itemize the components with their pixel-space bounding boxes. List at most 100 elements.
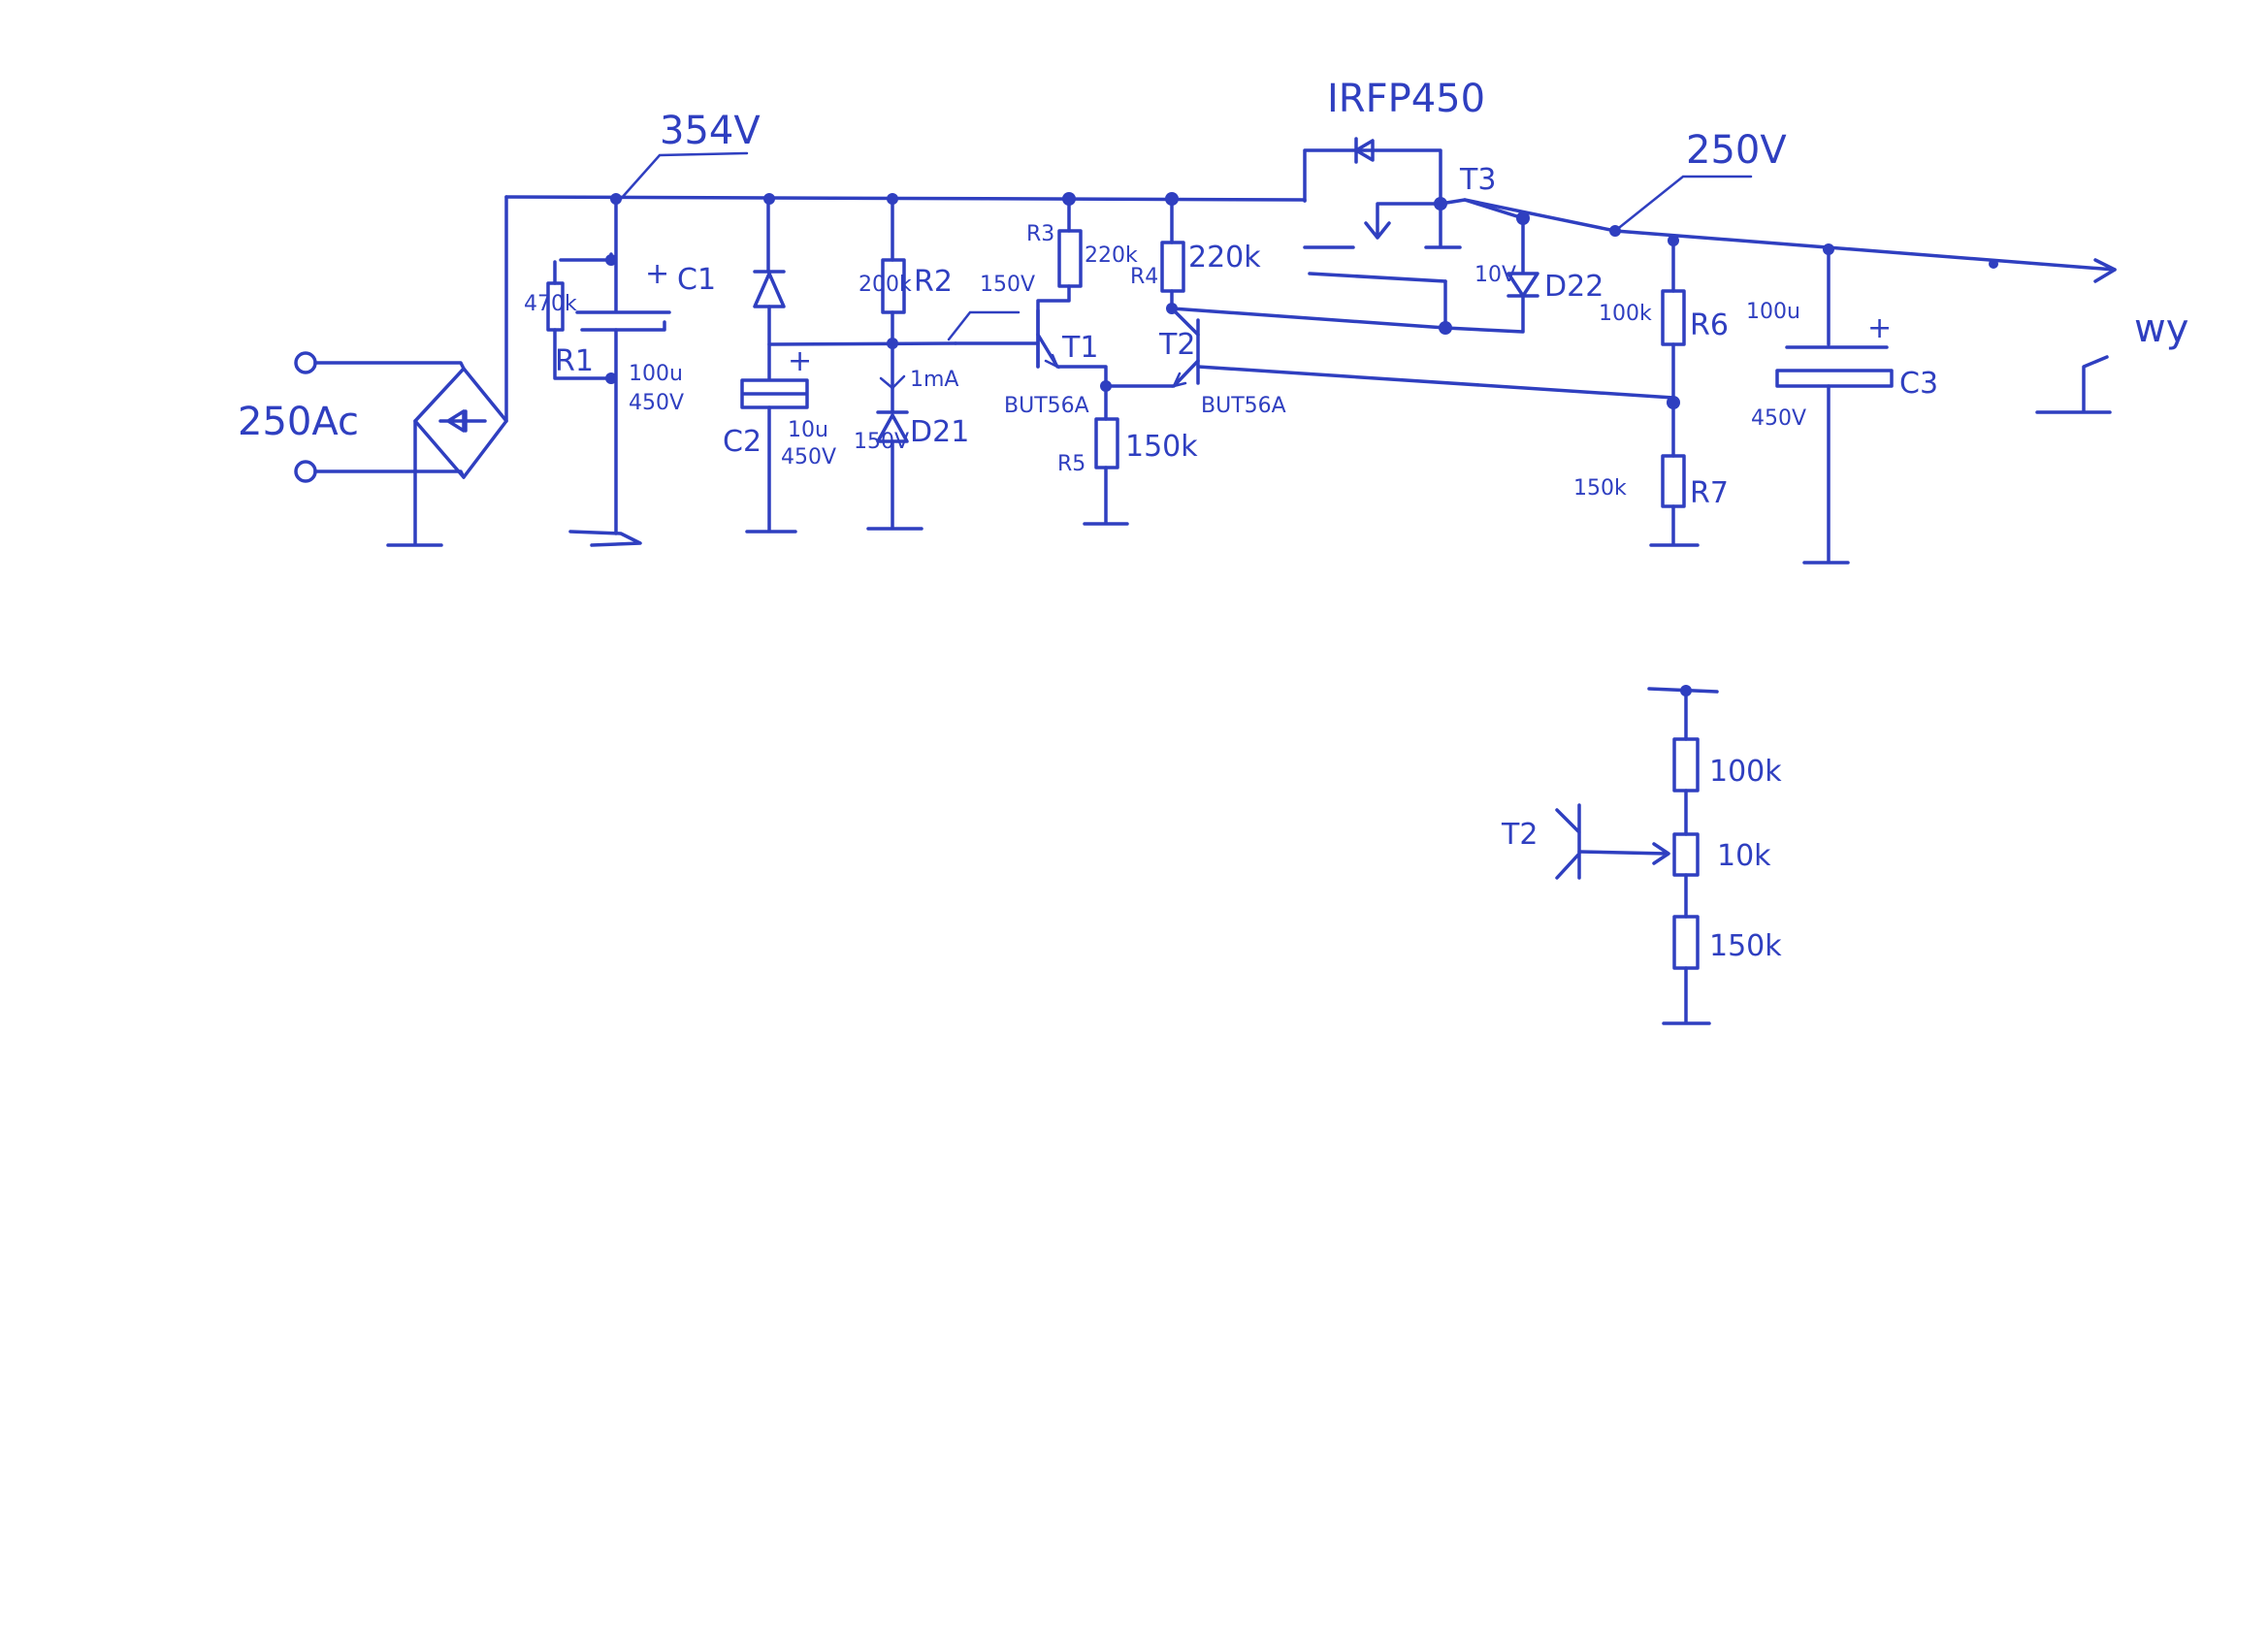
rail-voltage-marker: 354V	[619, 109, 761, 201]
d22-wire-bottom	[1443, 294, 1525, 334]
junction-dot	[1989, 259, 1998, 269]
r6-resistor: 100k R6	[1599, 239, 1729, 458]
d21-zener: D21 150V	[854, 386, 969, 531]
junction-dot	[1680, 685, 1692, 696]
c2-capacitor: + C2 10u 450V	[723, 342, 836, 534]
junction-dot	[1609, 225, 1621, 237]
r3-value-label: 220k	[1085, 243, 1138, 268]
r2-value-label: 200k	[859, 273, 912, 297]
bridge-diode-icon	[438, 409, 487, 433]
t1-emitter-arrow	[1044, 353, 1060, 370]
junction-dot	[1166, 303, 1178, 314]
junction-dot	[763, 193, 775, 205]
c2-body	[740, 378, 809, 409]
t3-drain-wire	[1439, 198, 1525, 220]
c1-capacitor: + C1 100u 450V	[568, 197, 716, 547]
r5-value-label: 150k	[1125, 430, 1198, 464]
d1-wire-bottom	[767, 305, 957, 346]
t1-emitter	[1036, 333, 1108, 388]
c2-ground	[745, 405, 797, 534]
r1-wire-top	[559, 252, 613, 262]
d1-symbol	[753, 270, 786, 308]
t2-emitter-arrow	[1171, 372, 1187, 388]
junction-dots	[605, 192, 1998, 409]
c1-ground	[568, 530, 642, 547]
t2-base-wire	[1196, 365, 1675, 400]
r6-value-label: 100k	[1599, 302, 1652, 326]
junction-dot	[1439, 321, 1452, 335]
output-terminal: wy	[2035, 307, 2188, 414]
c1-voltage-label: 450V	[629, 391, 684, 415]
sub-top-wire	[1647, 687, 1719, 741]
t3-body-diode-left	[1303, 148, 1375, 203]
junction-dot	[1062, 192, 1076, 206]
t1-part-label: BUT56A	[1004, 394, 1089, 418]
bridge-rectifier	[386, 195, 508, 547]
output-voltage-leader	[1613, 175, 1753, 233]
output-label: wy	[2134, 307, 2188, 351]
c3-ground	[1802, 384, 1850, 565]
r4-body	[1160, 241, 1185, 293]
t3-label: T3	[1459, 163, 1496, 197]
main-rail-left	[504, 195, 1307, 203]
t1-voltage-leader	[947, 310, 1021, 341]
c1-plus: +	[645, 257, 669, 291]
r5-label: R5	[1057, 452, 1085, 476]
t2-transistor: T2 BUT56A	[1104, 307, 1675, 418]
ac-terminal-top	[294, 351, 317, 374]
junction-dot	[1516, 211, 1530, 225]
sub-bottom-value-label: 150k	[1709, 929, 1782, 963]
sub-ground	[1662, 966, 1711, 1025]
junction-dot	[1100, 380, 1112, 392]
r1-resistor: 470k R1	[524, 252, 613, 380]
c1-plates	[575, 310, 671, 332]
r7-ground	[1649, 504, 1700, 547]
d21-voltage-label: 150V	[854, 430, 909, 454]
junction-dot	[610, 193, 622, 205]
d22-label: D22	[1544, 270, 1604, 304]
adjustable-divider-subcircuit: 100k 10k T2 150k	[1501, 685, 1782, 1025]
r3-label: R3	[1026, 222, 1054, 246]
r6-body	[1661, 289, 1686, 346]
c3-capacitor: + C3 100u 450V	[1746, 247, 1938, 565]
sub-pot-value-label: 10k	[1717, 839, 1771, 873]
output-voltage-marker: 250V	[1613, 128, 1787, 233]
r1-value-label: 470k	[524, 292, 577, 316]
sub-top-resistor-body	[1672, 737, 1700, 793]
t3-channel	[1364, 202, 1442, 240]
c3-label: C3	[1899, 367, 1938, 401]
t3-body-diode-right	[1371, 148, 1442, 206]
junction-dot	[1823, 243, 1834, 255]
main-rail-right	[1463, 198, 2117, 272]
sub-top-value-label: 100k	[1709, 755, 1782, 789]
r7-label: R7	[1690, 476, 1729, 510]
r2-label: R2	[914, 265, 953, 299]
c3-value-label: 100u	[1746, 300, 1800, 324]
bias-current-label: 1mA	[910, 368, 958, 392]
ac-wire-top	[313, 361, 466, 371]
r1-body	[546, 281, 565, 332]
d22-voltage-label: 10V	[1474, 263, 1516, 287]
junction-dot	[1668, 235, 1679, 246]
c3-plates	[1775, 345, 1894, 388]
c2-label: C2	[723, 425, 761, 459]
sub-t2-transistor	[1555, 803, 1581, 880]
t2-collector	[1170, 307, 1200, 337]
r1-label: R1	[555, 344, 594, 378]
r5-ground	[1083, 466, 1129, 526]
junction-dot	[887, 338, 898, 349]
sub-pot-wiper	[1577, 842, 1670, 865]
rail-voltage-label: 354V	[660, 109, 761, 153]
d21-ground	[866, 439, 923, 531]
t1-transistor: 150V T1 BUT56A	[947, 273, 1108, 418]
c3-voltage-label: 450V	[1751, 406, 1806, 431]
mosfet-part-label: IRFP450	[1327, 77, 1485, 121]
r4-value-label: 220k	[1188, 241, 1261, 275]
r2-resistor: R2 200k 1mA	[859, 197, 958, 392]
t2-part-label: BUT56A	[1201, 394, 1286, 418]
junction-dot	[605, 254, 617, 266]
t3-gate	[1303, 245, 1447, 283]
output-arrow	[2093, 258, 2117, 283]
